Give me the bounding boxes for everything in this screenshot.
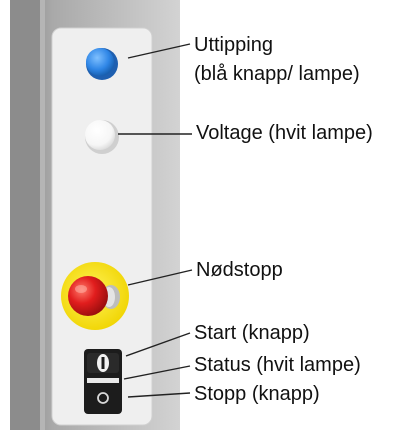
label-start: Start (knapp): [194, 322, 310, 344]
start-symbol: [101, 357, 105, 369]
leader-line-start: [125, 332, 191, 357]
start-stop-switch-icon[interactable]: [84, 349, 122, 414]
emergency-stop-icon[interactable]: [61, 262, 129, 330]
label-nodstopp: Nødstopp: [196, 259, 283, 281]
label-stopp: Stopp (knapp): [194, 383, 320, 405]
enclosure-inner-edge: [40, 0, 45, 430]
stop-symbol: [97, 392, 109, 404]
white-lamp-icon: [85, 120, 119, 154]
leader-line-stopp: [127, 392, 191, 398]
label-voltage: Voltage (hvit lampe): [196, 122, 373, 144]
leader-line-status: [123, 365, 191, 380]
label-uttipping-detail: (blå knapp/ lampe): [194, 63, 360, 85]
leader-line-uttipping: [127, 43, 191, 59]
status-lamp-strip: [87, 378, 119, 383]
label-uttipping: Uttipping: [194, 34, 273, 56]
enclosure-edge: [10, 0, 40, 430]
label-status: Status (hvit lampe): [194, 354, 361, 376]
blue-button-icon[interactable]: [86, 48, 118, 80]
front-panel: [51, 27, 153, 426]
leader-line-nodstopp: [127, 269, 193, 286]
